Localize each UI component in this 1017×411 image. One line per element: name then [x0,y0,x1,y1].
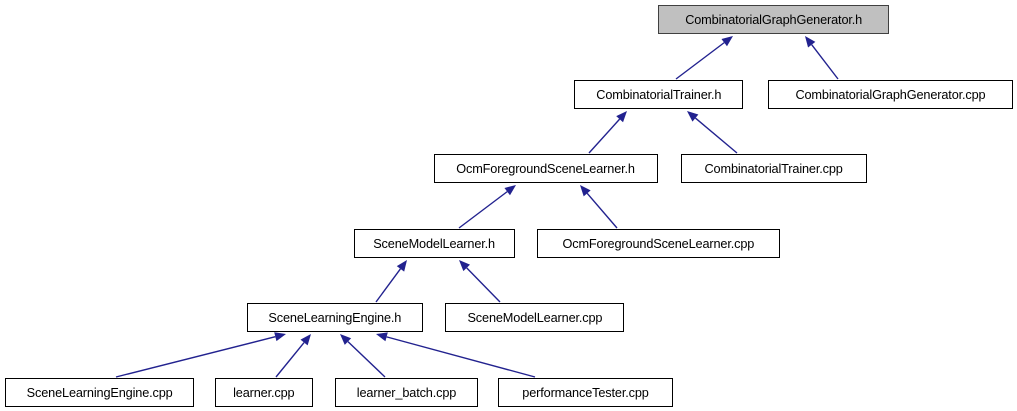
arrow-head-icon [687,111,699,122]
graph-edge-ocm_foreground_scene_learner_h-to-combinatorial_trainer_h [588,111,627,154]
graph-node-learner_batch_cpp[interactable]: learner_batch.cpp [335,378,478,407]
graph-edge-scene_model_learner_h-to-ocm_foreground_scene_learner_h [458,185,516,229]
graph-node-label: performanceTester.cpp [522,384,649,400]
graph-edge-combinatorial_trainer_cpp-to-combinatorial_trainer_h [687,111,738,154]
graph-node-label: CombinatorialTrainer.cpp [704,160,844,176]
graph-node-label: CombinatorialGraphGenerator.h [685,11,862,27]
arrow-head-icon [504,185,516,196]
graph-node-label: OcmForegroundSceneLearner.cpp [562,235,755,251]
graph-node-combinatorial_graph_generator_cpp[interactable]: CombinatorialGraphGenerator.cpp [768,80,1013,109]
graph-node-ocm_foreground_scene_learner_h[interactable]: OcmForegroundSceneLearner.h [434,154,658,183]
graph-edge-learner_batch_cpp-to-scene_learning_engine_h [340,334,386,378]
graph-edge-scene_learning_engine_cpp-to-scene_learning_engine_h [115,332,286,378]
graph-edge-combinatorial_graph_generator_cpp-to-combinatorial_graph_generator_h [805,36,839,80]
arrow-head-icon [721,36,733,47]
graph-node-label: SceneModelLearner.cpp [467,309,602,325]
graph-node-label: CombinatorialTrainer.h [595,86,722,102]
graph-node-performance_tester_cpp[interactable]: performanceTester.cpp [498,378,673,407]
graph-edge-performance_tester_cpp-to-scene_learning_engine_h [376,332,536,378]
arrow-head-icon [300,334,311,346]
graph-edge-ocm_foreground_scene_learner_cpp-to-ocm_foreground_scene_learner_h [580,185,618,229]
graph-edge-scene_learning_engine_h-to-scene_model_learner_h [375,260,407,303]
graph-node-label: CombinatorialGraphGenerator.cpp [795,86,986,102]
arrow-head-icon [580,185,591,197]
graph-node-label: SceneModelLearner.h [373,235,496,251]
graph-node-label: SceneLearningEngine.cpp [26,384,173,400]
arrow-head-icon [805,36,816,48]
arrow-head-icon [396,260,407,272]
graph-node-scene_learning_engine_h[interactable]: SceneLearningEngine.h [247,303,423,332]
graph-node-combinatorial_trainer_cpp[interactable]: CombinatorialTrainer.cpp [681,154,867,183]
graph-node-scene_model_learner_h[interactable]: SceneModelLearner.h [354,229,515,258]
graph-node-label: learner.cpp [233,384,295,400]
graph-node-label: OcmForegroundSceneLearner.h [456,160,636,176]
graph-node-label: SceneLearningEngine.h [268,309,402,325]
graph-edge-scene_model_learner_cpp-to-scene_model_learner_h [459,260,501,303]
graph-node-combinatorial_trainer_h[interactable]: CombinatorialTrainer.h [574,80,743,109]
arrow-head-icon [459,260,470,272]
graph-node-learner_cpp[interactable]: learner.cpp [215,378,313,407]
graph-node-combinatorial_graph_generator_h[interactable]: CombinatorialGraphGenerator.h [658,5,889,34]
graph-node-ocm_foreground_scene_learner_cpp[interactable]: OcmForegroundSceneLearner.cpp [537,229,780,258]
graph-node-label: learner_batch.cpp [356,384,457,400]
graph-node-scene_model_learner_cpp[interactable]: SceneModelLearner.cpp [445,303,624,332]
graph-edge-combinatorial_trainer_h-to-combinatorial_graph_generator_h [675,36,733,80]
arrow-head-icon [616,111,627,123]
arrow-head-icon [340,334,352,345]
arrow-head-icon [376,332,388,342]
arrow-head-icon [274,332,286,342]
graph-node-scene_learning_engine_cpp[interactable]: SceneLearningEngine.cpp [5,378,194,407]
graph-edge-learner_cpp-to-scene_learning_engine_h [275,334,311,378]
